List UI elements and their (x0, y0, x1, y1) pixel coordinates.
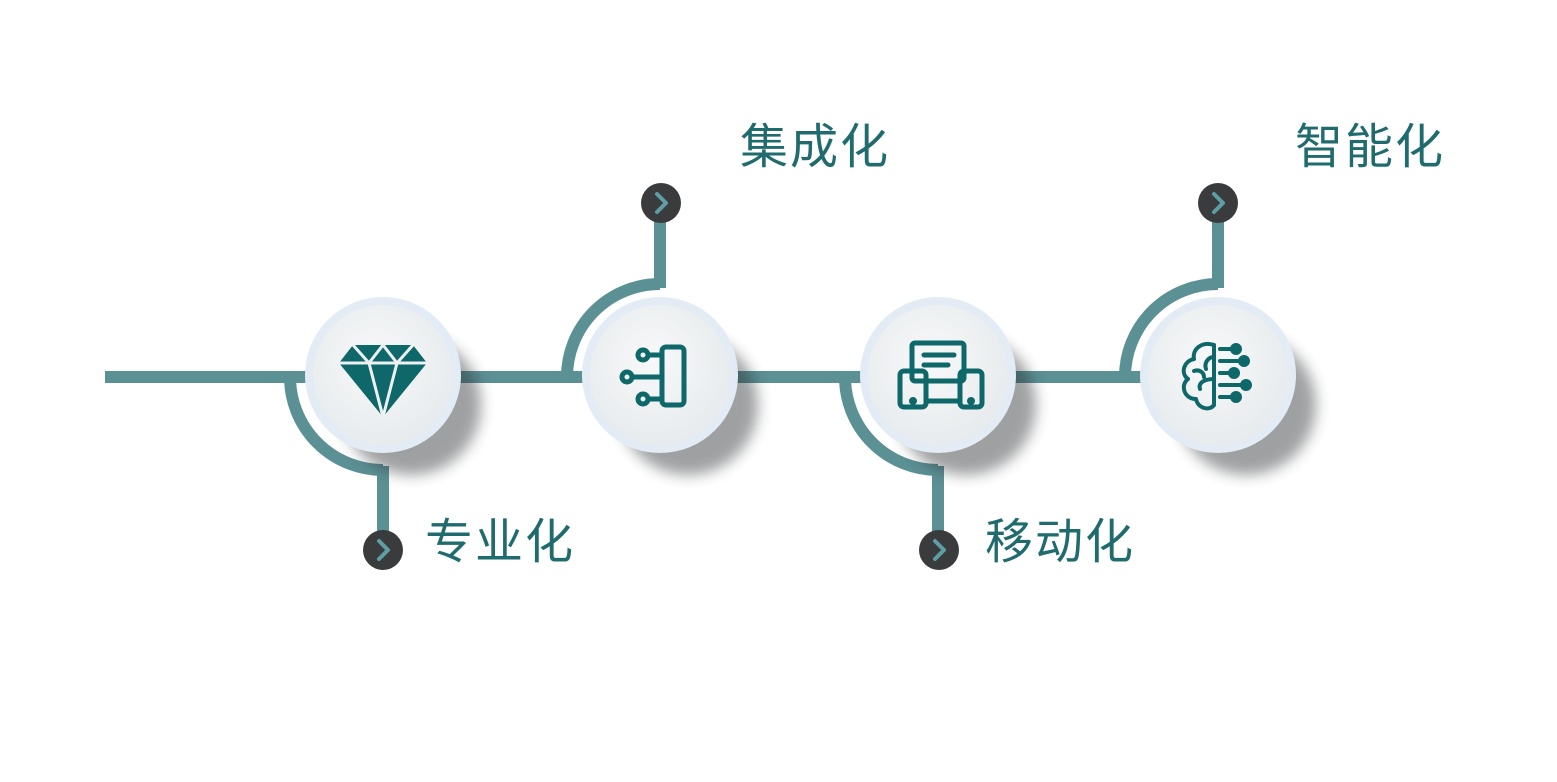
step-label-mobile: 移动化 (985, 514, 1136, 570)
step-circle-integration (582, 297, 758, 475)
chevron-right-icon (933, 539, 946, 561)
connector-track (105, 218, 1224, 536)
bullet-chevron-2 (919, 530, 959, 570)
chevron-right-icon (1212, 192, 1225, 214)
ai-brain-icon (1181, 342, 1252, 411)
step-circle-mobile (860, 297, 1036, 475)
diamond-icon (339, 343, 427, 418)
devices-icon (897, 340, 985, 410)
integration-icon (619, 344, 687, 408)
bullet-chevron-1 (641, 183, 681, 223)
step-label-integration: 集成化 (740, 119, 891, 175)
chevron-right-icon (655, 192, 668, 214)
step-label-professional: 专业化 (425, 514, 576, 570)
bullet-chevron-3 (1198, 183, 1238, 223)
track-main (105, 278, 1219, 476)
bullet-chevron-0 (363, 530, 403, 570)
step-circle-professional (305, 297, 481, 475)
chevron-right-icon (377, 539, 390, 561)
step-label-intelligent: 智能化 (1295, 119, 1446, 175)
step-circle-intelligent (1140, 297, 1316, 475)
